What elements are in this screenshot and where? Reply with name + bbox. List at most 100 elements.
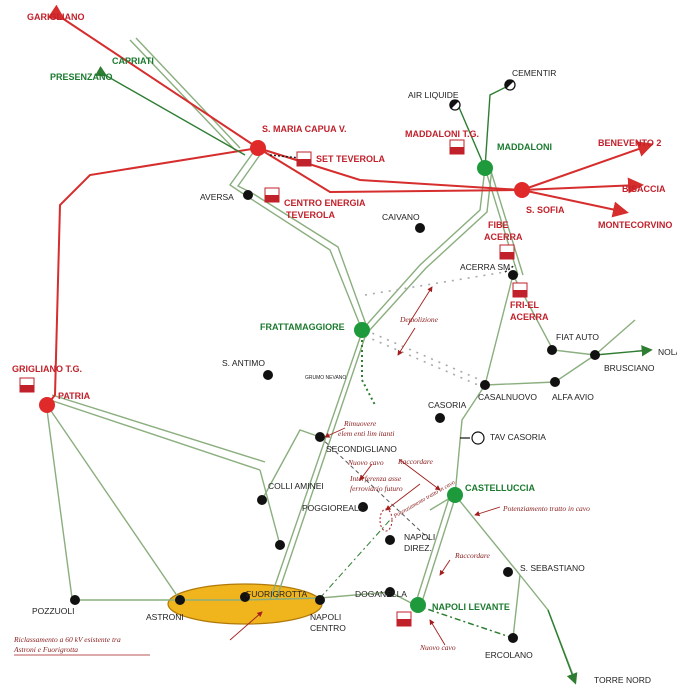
station-frattamaggiore [354,322,370,338]
label-napoli-levante: NAPOLI LEVANTE [432,602,510,612]
station-s-antimo [263,370,273,380]
label-bisaccia: BISACCIA [622,184,666,194]
label-caivano: CAIVANO [382,212,420,222]
label-brusciano: BRUSCIANO [604,363,655,373]
label-napoli-direz: NAPOLI [404,532,435,542]
label-friel-2: ACERRA [510,312,549,322]
label-pozzuoli: POZZUOLI [32,606,75,616]
annotation-arrows [229,286,501,646]
station-s-maria-capua [250,140,266,156]
label-poggioreale: POGGIOREALE [302,503,365,513]
station-acerra-sm [508,270,518,280]
label-secondigliano: SECONDIGLIANO [326,444,397,454]
label-montecorvino: MONTECORVINO [598,220,672,230]
label-fiat-auto: FIAT AUTO [556,332,599,342]
label-nuovo-cavo-2: Nuovo cavo [419,643,456,652]
station-aversa [243,190,253,200]
label-astroni: ASTRONI [146,612,184,622]
label-acerra-sm: ACERRA SM [460,262,510,272]
station-colli-2 [275,540,285,550]
label-centro-energia: CENTRO ENERGIA [284,198,366,208]
station-astroni [175,595,185,605]
label-aversa: AVERSA [200,192,234,202]
label-grumo-nevano: GRUMO NEVANO [305,375,346,381]
label-fibe: FIBE [488,220,509,230]
label-tav-casoria: TAV CASORIA [490,432,546,442]
station-casalnuovo [480,380,490,390]
label-riclassamento: Riclassamento a 60 kV esistente tra [13,635,121,644]
label-gragliano-tg: GRIGLIANO T.G. [12,364,82,374]
label-alfa-avio: ALFA AVIO [552,392,594,402]
station-doganella [385,587,395,597]
lines-150kv [46,37,636,681]
station-secondigliano [315,432,325,442]
label-fibe-2: ACERRA [484,232,523,242]
stations-industrial [449,79,516,445]
station-brusciano [590,350,600,360]
station-colli-aminei [257,495,267,505]
label-interferenza-2: ferroviario futuro [350,484,403,493]
label-benevento: BENEVENTO 2 [598,138,661,148]
label-s-sebastiano: S. SEBASTIANO [520,563,585,573]
label-castelluccia: CASTELLUCCIA [465,483,535,493]
label-set-teverola: SET TEVEROLA [316,154,386,164]
label-napoli-centro-2: CENTRO [310,623,346,633]
station-alfa-avio [550,377,560,387]
station-napoli-levante [410,597,426,613]
label-interferenza: Interferenza asse [349,474,402,483]
label-nuovo-cavo-1: Nuovo cavo [347,458,384,467]
lines-220kv [94,65,653,685]
station-napoli-direz [385,535,395,545]
label-torre-nord: TORRE NORD [594,675,651,685]
label-demolizione: Demolizione [399,315,439,324]
station-casoria [435,413,445,423]
label-s-sofia: S. SOFIA [526,205,565,215]
station-s-sebastiano [503,567,513,577]
station-castelluccia [447,487,463,503]
label-capriati: CAPRIATI [112,56,154,66]
label-nola: NOLA [658,347,677,357]
station-poggioreale [358,502,368,512]
station-napoli-centro [315,595,325,605]
label-cementir: CEMENTIR [512,68,556,78]
label-raccordare-1: Raccordare [397,457,434,466]
label-napoli-centro: NAPOLI [310,612,341,622]
label-garigliano: GARIGLIANO [27,12,85,22]
stations-150kv [70,190,600,643]
label-colli-aminei: COLLI AMINEI [268,481,324,491]
label-rimuovere-2: elem enti lim itanti [338,429,394,438]
label-maddaloni-tg: MADDALONI T.G. [405,129,479,139]
label-ercolano: ERCOLANO [485,650,533,660]
label-riclassamento-2: Astroni e Fuorigrotta [13,645,78,654]
label-potenziamento-2: Potenziamento tratto in cavo [502,504,590,513]
label-centro-energia-2: TEVEROLA [286,210,336,220]
label-napoli-direz-2: DIREZ. [404,543,432,553]
label-air-liquide: AIR LIQUIDE [408,90,459,100]
label-patria: PATRIA [58,391,91,401]
label-raccordare-2: Raccordare [454,551,491,560]
labels: GARIGLIANO CAPRIATI PRESENZANO CEMENTIR … [12,12,677,685]
label-presenzano: PRESENZANO [50,72,113,82]
station-tav-casoria [471,431,485,445]
label-maddaloni: MADDALONI [497,142,552,152]
station-patria [39,397,55,413]
station-s-sofia [514,182,530,198]
lines-demolition [364,271,506,389]
station-fuorigrotta [240,592,250,602]
label-frattamaggiore: FRATTAMAGGIORE [260,322,345,332]
label-rimuovere: Rimuovere [343,419,377,428]
station-maddaloni [477,160,493,176]
label-doganella: DOGANELLA [355,589,407,599]
station-caivano [415,223,425,233]
label-s-antimo: S. ANTIMO [222,358,265,368]
station-fiat-auto [547,345,557,355]
label-s-maria-capua: S. MARIA CAPUA V. [262,124,347,134]
label-casoria: CASORIA [428,400,467,410]
station-pozzuoli [70,595,80,605]
label-friel: FRI-EL [510,300,539,310]
stations-380kv [39,140,530,413]
lines-planned [269,154,516,639]
stations-220kv [354,160,493,613]
